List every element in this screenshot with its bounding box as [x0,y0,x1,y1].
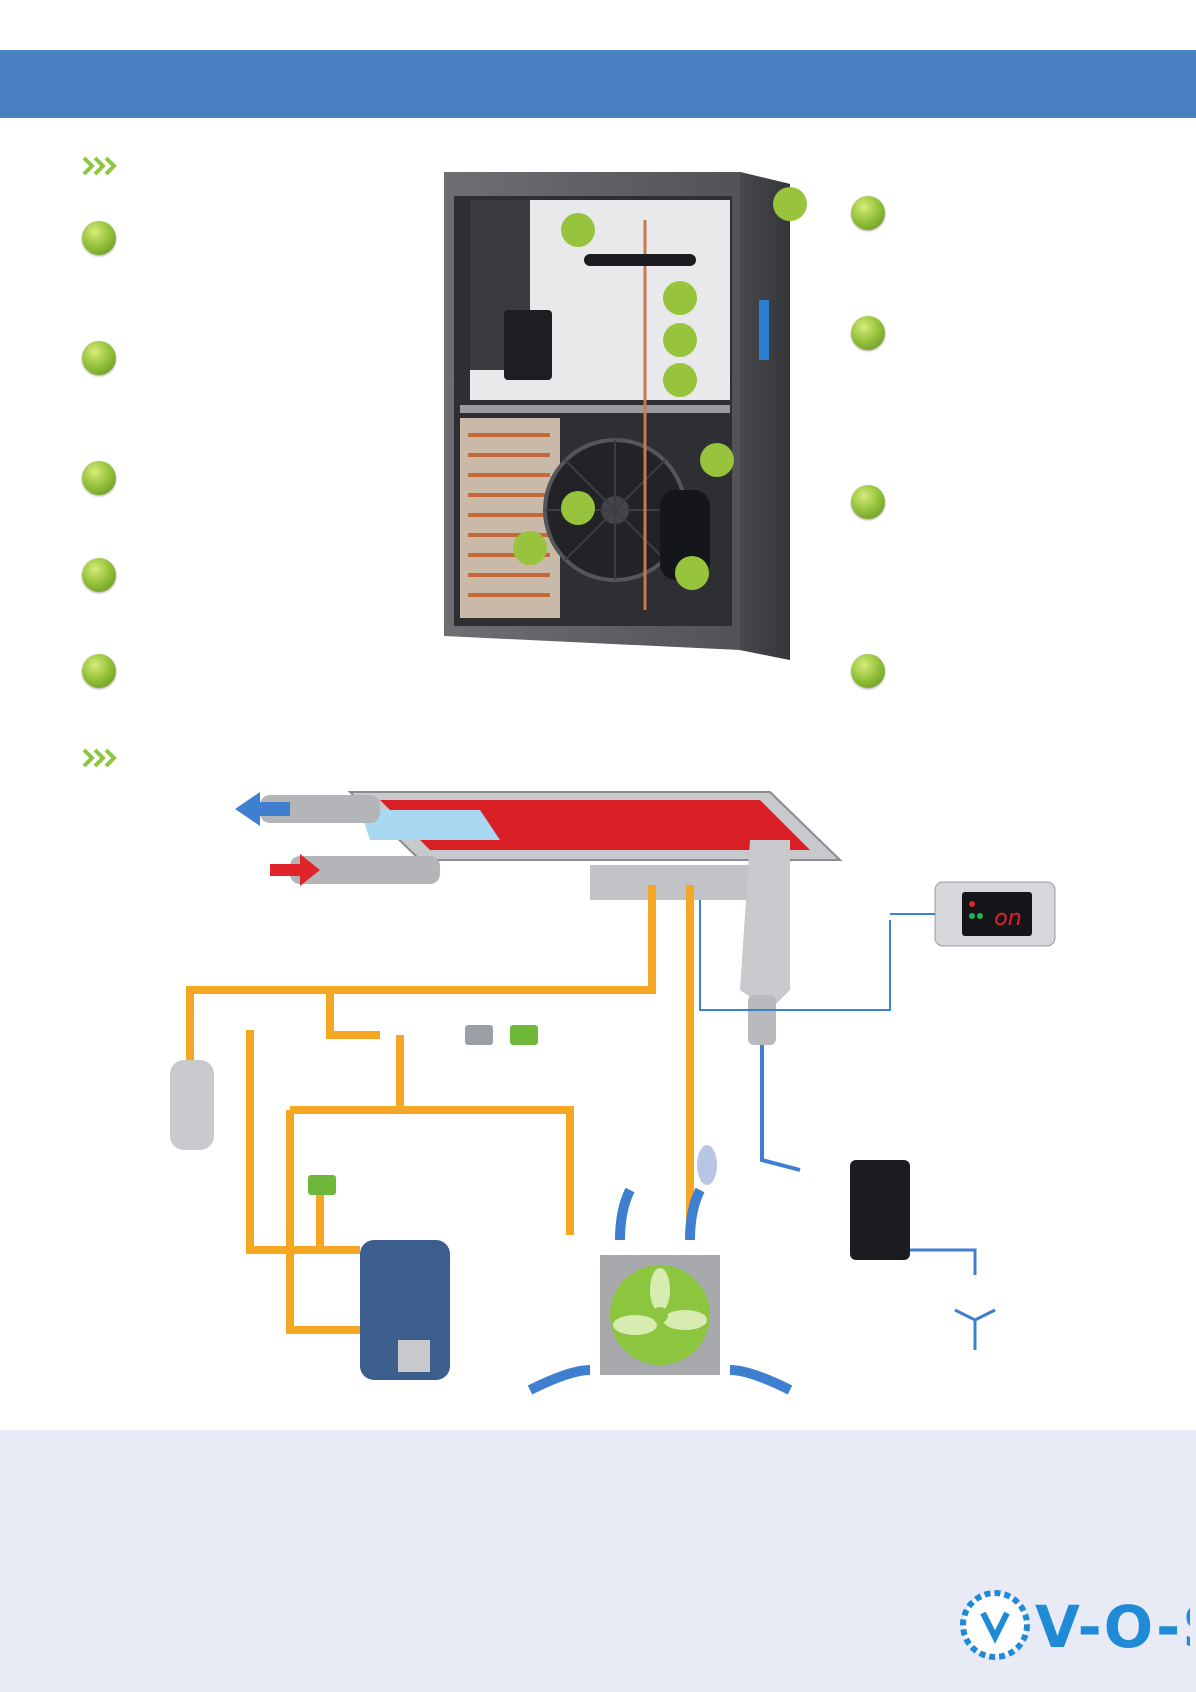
callout-bullet [851,196,885,230]
header-band [0,50,1196,118]
callout-bullet [82,558,116,592]
refrigeration-flow-diagram: on [170,791,1056,1395]
condensate-drain [850,1160,910,1260]
callout-bullet [851,485,885,519]
controller-box [504,310,552,380]
filter-drier [697,1145,717,1185]
brand-logo-text: V-O-S [1035,1593,1190,1661]
controller-display: on [994,906,1021,931]
chevron-right-icon [82,156,117,176]
water-separator [740,840,790,1010]
callout-bullet [851,316,885,350]
dry-air-out-arrow [235,792,290,826]
bypass-valve [308,1175,336,1195]
callout-bullet [82,341,116,375]
brand-logo: V-O-S [960,1590,1190,1661]
air-inlet-pipe [290,856,440,884]
chevron-right-icon [82,748,117,768]
solenoid-valve [510,1025,538,1045]
callout-bullet [82,654,116,688]
humid-air-in-arrow [270,854,320,886]
expansion-valve [465,1025,493,1045]
callout-bullet [851,654,885,688]
callout-bullet [82,461,116,495]
callout-bullet [82,221,116,255]
dryer-cutaway-photo [444,172,807,660]
receiver-tank [170,1060,214,1150]
